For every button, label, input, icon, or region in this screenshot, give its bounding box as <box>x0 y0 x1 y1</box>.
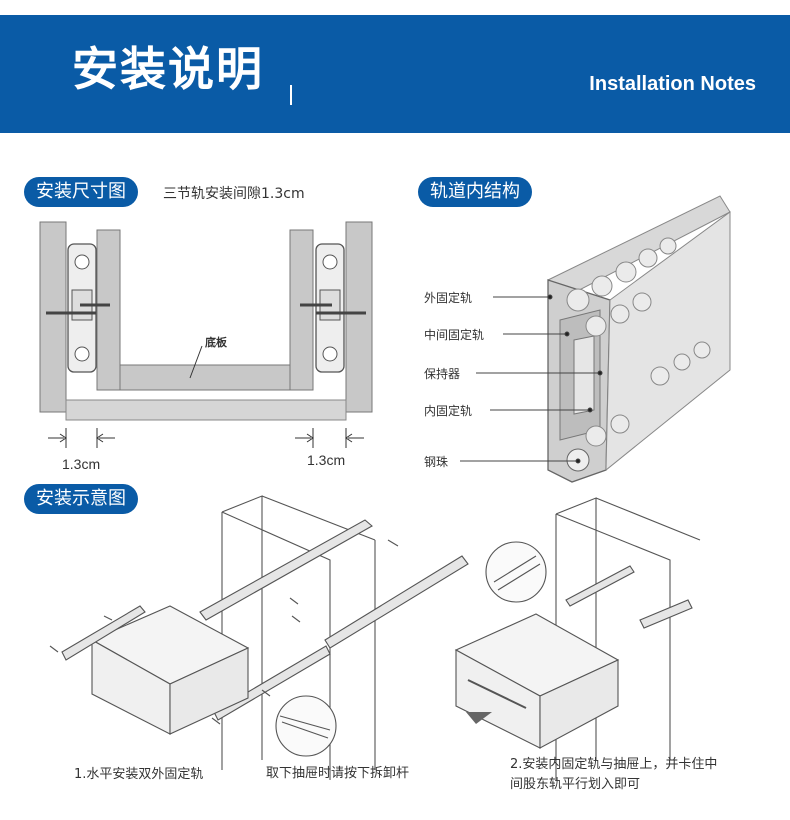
section-label-structure: 轨道内结构 <box>418 177 532 207</box>
part-label-inner-rail: 内固定轨 <box>424 404 473 418</box>
gap-right-label: 1.3cm <box>307 452 346 468</box>
base-board-label: 底板 <box>205 336 227 349</box>
gap-note: 三节轨安装间隙1.3cm <box>163 186 305 202</box>
gap-left-label: 1.3cm <box>62 456 101 472</box>
title-divider <box>290 85 292 105</box>
caption-step-2-line2: 间股东轨平行划入即可 <box>510 777 641 792</box>
page-title: 安装说明 <box>72 42 264 96</box>
caption-remove-tip: 取下抽屉时请按下拆卸杆 <box>266 766 410 781</box>
section-label-install: 安装示意图 <box>24 484 138 514</box>
caption-step-2-line1: 2.安装内固定轨与抽屉上，并卡住中 <box>510 757 718 772</box>
caption-step-1: 1.水平安装双外固定轨 <box>74 767 204 782</box>
section-label-dimensions: 安装尺寸图 <box>24 177 138 207</box>
part-label-middle-rail: 中间固定轨 <box>424 328 485 342</box>
page-subtitle: Installation Notes <box>589 73 756 95</box>
part-label-retainer: 保持器 <box>424 367 461 381</box>
part-label-outer-rail: 外固定轨 <box>424 291 473 305</box>
part-label-steel-ball: 钢珠 <box>424 455 449 469</box>
page-header: 安装说明 Installation Notes <box>0 15 790 133</box>
